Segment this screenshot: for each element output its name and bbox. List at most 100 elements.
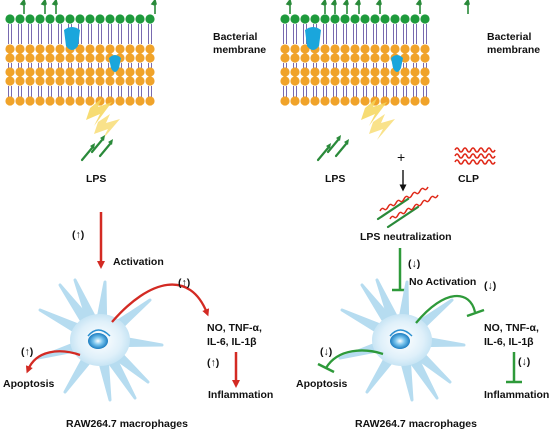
lipid-head-orange xyxy=(55,44,65,54)
lipid-head-orange xyxy=(380,53,390,63)
lipid-head-green xyxy=(55,14,65,24)
lps-chain xyxy=(415,0,422,14)
lipid-tail xyxy=(283,24,287,44)
lipid-tail xyxy=(118,86,122,98)
lipid-head-orange xyxy=(360,44,370,54)
lipid-head-green xyxy=(105,14,115,24)
lipid-head-orange xyxy=(420,76,430,86)
lipid-head-green xyxy=(65,14,75,24)
lipid-head-orange xyxy=(280,67,290,77)
lipid-tail xyxy=(38,86,42,98)
lps-molecule xyxy=(90,138,104,154)
lipid-head-orange xyxy=(145,76,155,86)
lipid-head-orange xyxy=(105,44,115,54)
lipid-head-orange xyxy=(390,44,400,54)
lipid-head-orange xyxy=(340,67,350,77)
lipid-head-green xyxy=(95,14,105,24)
lipid-head-orange xyxy=(280,76,290,86)
lipid-tail xyxy=(373,86,377,98)
lipid-tail xyxy=(303,63,307,68)
lipid-head-orange xyxy=(370,44,380,54)
lipid-head-orange xyxy=(320,96,330,106)
lipid-head-orange xyxy=(410,76,420,86)
lipid-head-orange xyxy=(310,53,320,63)
cytokine-indicator: (↓) xyxy=(484,280,496,292)
plus-sign: + xyxy=(397,149,405,165)
lipid-head-orange xyxy=(75,53,85,63)
lipid-tail xyxy=(403,24,407,44)
lipid-head-orange xyxy=(320,44,330,54)
lipid-tail xyxy=(413,24,417,44)
lipid-tail xyxy=(28,24,32,44)
lipid-head-orange xyxy=(45,44,55,54)
lps-molecule xyxy=(326,138,340,154)
lipid-head-orange xyxy=(45,96,55,106)
lipid-head-orange xyxy=(135,67,145,77)
lipid-head-orange xyxy=(410,53,420,63)
lipid-head-orange xyxy=(320,67,330,77)
lipid-tail xyxy=(333,24,337,44)
lipid-head-green xyxy=(135,14,145,24)
cytokines-line2: IL-6, IL-1β xyxy=(484,336,534,348)
membrane-label-line1: Bacterial xyxy=(213,31,257,43)
membrane-protein xyxy=(391,55,403,72)
lipid-head-orange xyxy=(5,44,15,54)
lipid-head-orange xyxy=(65,96,75,106)
lps-head xyxy=(344,139,349,145)
lps-head xyxy=(326,143,331,149)
inflammation-label: Inflammation xyxy=(208,389,273,401)
lipid-head-orange xyxy=(35,67,45,77)
apoptosis-arrow xyxy=(25,350,81,374)
cytokines-line2: IL-6, IL-1β xyxy=(207,336,257,348)
lightning-bolt-icon xyxy=(86,98,120,140)
cytokines-line1: NO, TNF-α, xyxy=(484,322,539,334)
bolt-shape xyxy=(86,98,112,126)
lipid-head-orange xyxy=(145,53,155,63)
lipid-tail xyxy=(333,86,337,98)
lipid-head-orange xyxy=(55,53,65,63)
lipid-head-orange xyxy=(45,76,55,86)
lipid-head-orange xyxy=(55,67,65,77)
lipid-tail xyxy=(148,63,152,68)
lipid-head-orange xyxy=(280,53,290,63)
bacterial-membrane-right xyxy=(280,0,470,106)
macrophage-cell-right xyxy=(338,278,466,402)
lipid-head-orange xyxy=(115,96,125,106)
lipid-tail xyxy=(48,86,52,98)
lipid-head-orange xyxy=(75,44,85,54)
lps-chain xyxy=(342,0,349,14)
lipid-tail xyxy=(413,86,417,98)
lipid-tail xyxy=(88,63,92,68)
lipid-head-green xyxy=(125,14,135,24)
lipid-head-green xyxy=(300,14,310,24)
lipid-tail xyxy=(383,63,387,68)
lipid-head-green xyxy=(320,14,330,24)
lipid-tail xyxy=(423,24,427,44)
lipid-head-orange xyxy=(125,96,135,106)
lipid-tail xyxy=(38,24,42,44)
lps-chain xyxy=(330,0,337,14)
lipid-head-orange xyxy=(25,67,35,77)
right-panel: Bacterial membrane LPS + CLP LPS neutral… xyxy=(280,0,549,430)
lipid-head-green xyxy=(310,14,320,24)
lps-molecule xyxy=(316,146,330,162)
inflammation-indicator: (↓) xyxy=(518,356,530,368)
lipid-head-orange xyxy=(280,96,290,106)
lps-label: LPS xyxy=(86,173,106,185)
lipid-tail xyxy=(108,24,112,44)
lipid-head-orange xyxy=(310,76,320,86)
lipid-head-orange xyxy=(95,53,105,63)
lipid-head-orange xyxy=(400,67,410,77)
lipid-head-orange xyxy=(330,76,340,86)
lipid-tail xyxy=(18,86,22,98)
lps-chain xyxy=(19,0,26,14)
bolt-shape xyxy=(369,114,395,140)
lipid-tail xyxy=(293,63,297,68)
lipid-tail xyxy=(403,63,407,68)
lipid-head-orange xyxy=(400,96,410,106)
lipid-head-orange xyxy=(35,53,45,63)
cytokine-indicator: (↑) xyxy=(178,277,190,289)
lipid-head-orange xyxy=(420,44,430,54)
lipid-tail xyxy=(48,63,52,68)
lps-molecules-icon xyxy=(80,135,113,162)
